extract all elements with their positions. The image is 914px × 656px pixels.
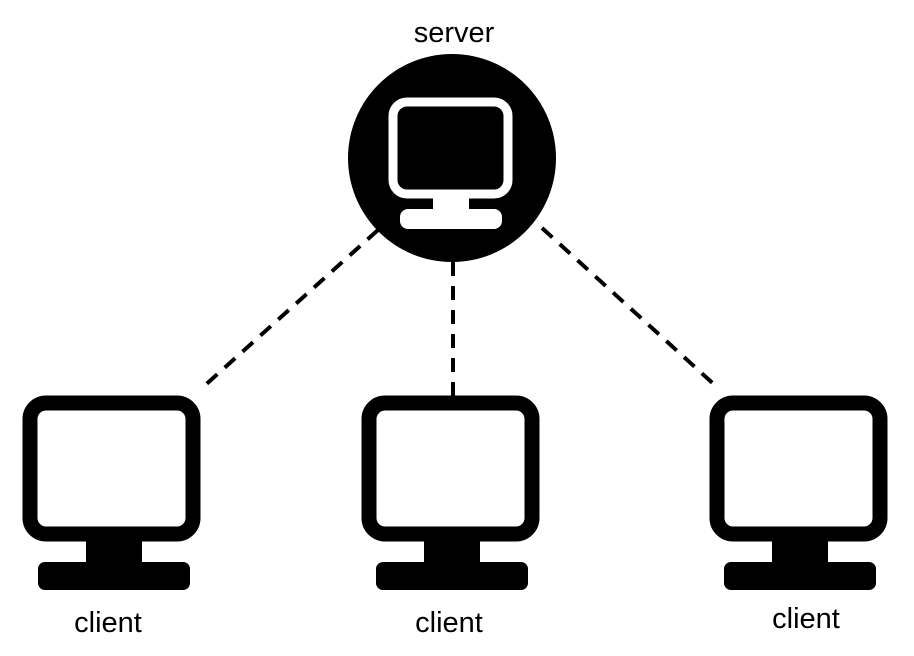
server-label: server [414, 17, 495, 49]
computer-icon [22, 395, 201, 590]
client-label: client [415, 607, 483, 639]
server-circle [348, 54, 556, 262]
computer-icon [388, 97, 513, 229]
client-label: client [74, 607, 142, 639]
client-node-1: client [22, 395, 201, 639]
connections [200, 226, 720, 396]
connection-line-client-3 [540, 226, 720, 390]
client-label: client [772, 603, 840, 635]
connection-line-client-1 [200, 228, 380, 390]
client-node-2: client [361, 395, 540, 639]
client-node-3: client [709, 395, 888, 635]
computer-icon [709, 395, 888, 590]
computer-icon [361, 395, 540, 590]
server-node: server [348, 17, 556, 262]
